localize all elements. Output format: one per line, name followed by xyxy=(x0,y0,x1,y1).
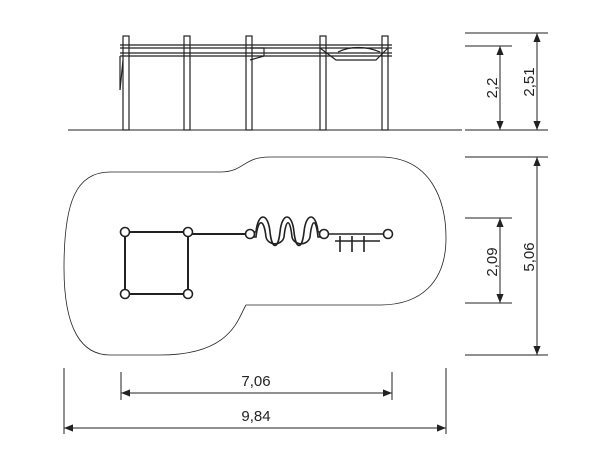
length-dimensions: 7,06 9,84 xyxy=(63,368,447,434)
height-dimensions: 2,2 2,51 xyxy=(465,32,548,131)
plan-posts xyxy=(119,226,394,300)
plan-post-5 xyxy=(244,228,256,240)
post-1 xyxy=(122,35,130,131)
bar-rungs xyxy=(335,236,380,252)
side-view-posts xyxy=(122,35,389,131)
length-total-label: 9,84 xyxy=(241,408,270,425)
depth-dimensions: 2,09 5,06 xyxy=(465,156,548,356)
depth-total-label: 5,06 xyxy=(521,242,538,271)
height-bar-label: 2,2 xyxy=(484,78,501,99)
wave-ladder xyxy=(250,216,324,247)
height-total-label: 2,51 xyxy=(521,67,538,96)
plan-post-3 xyxy=(119,288,131,300)
post-3 xyxy=(245,35,253,131)
square-frame xyxy=(124,231,250,295)
plan-post-2 xyxy=(182,226,194,238)
side-view-top-bar xyxy=(119,44,392,91)
plan-post-4 xyxy=(182,288,194,300)
post-4 xyxy=(319,35,327,131)
post-2 xyxy=(183,35,191,131)
plan-view: 2,09 5,06 7,06 9,84 xyxy=(63,156,548,434)
safety-zone-outline xyxy=(63,156,447,356)
plan-post-7 xyxy=(382,228,394,240)
post-5 xyxy=(381,35,389,131)
length-inner-label: 7,06 xyxy=(241,373,270,390)
depth-inner-label: 2,09 xyxy=(484,247,501,276)
plan-post-1 xyxy=(119,226,131,238)
plan-post-6 xyxy=(318,228,330,240)
side-view: 2,2 2,51 xyxy=(68,32,548,131)
